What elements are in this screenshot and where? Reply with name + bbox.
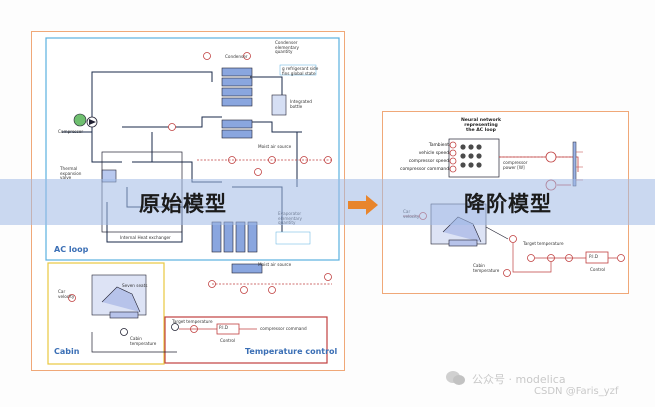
pid-right-label: P.I.D xyxy=(589,254,598,259)
original-model-title: 原始模型 xyxy=(139,192,227,216)
expansion-valve-label: Thermal expansion valve xyxy=(60,166,82,181)
reduced-model-title: 降阶模型 xyxy=(464,192,552,216)
control-left-label: Control xyxy=(220,338,236,343)
condenser xyxy=(221,67,253,139)
control-right-label: Control xyxy=(590,267,606,272)
wechat-icon xyxy=(446,371,465,385)
input-compressor-command-label: compressor command xyxy=(400,167,449,172)
neural-network-block xyxy=(448,138,500,178)
condenser-label: Condenser xyxy=(225,54,248,59)
ac-loop-border xyxy=(45,37,340,261)
ac-loop-label: AC loop xyxy=(54,245,89,254)
cabin-label: Cabin xyxy=(54,347,80,356)
compressor-label: Compressor xyxy=(58,129,84,134)
highlight-band xyxy=(0,179,655,225)
neural-network-nodes xyxy=(460,144,482,168)
integrated-bottle xyxy=(271,94,287,116)
output-compressor-power-label: compressor power [W] xyxy=(503,160,528,170)
condenser-state-box xyxy=(279,64,317,76)
seven-seats-label: Seven seats xyxy=(122,283,148,288)
nn-input-nodes xyxy=(449,141,457,173)
car-seat-shape xyxy=(91,274,147,319)
target-temperature-left-label: Target temperature xyxy=(172,319,213,324)
evaporator xyxy=(211,221,263,274)
compressor-shape xyxy=(73,113,87,127)
integrated-bottle-label: Integrated bottle xyxy=(290,99,312,109)
input-compressor-speed-label: compressor speed xyxy=(408,159,449,164)
evaporator-state-box xyxy=(275,231,311,245)
cabin-temperature-right-label: Cabin temperature xyxy=(473,263,500,273)
watermark-line2: CSDN @Faris_yzf xyxy=(534,386,619,397)
nn-title: Neural network representing the AC loop xyxy=(460,118,502,133)
temperature-control-label: Temperature control xyxy=(245,347,338,356)
g-air-label: fins global state xyxy=(282,71,316,76)
arrow-right-icon xyxy=(348,195,378,215)
moist-air-source-top-label: Moist air source xyxy=(258,144,292,149)
input-vehicle-speed-label: vehicle speed xyxy=(418,151,449,156)
internal-heat-exchanger-label: Internal Heat exchanger xyxy=(120,235,171,240)
pid-block-right xyxy=(585,251,609,264)
temperature-control-border xyxy=(164,316,328,364)
pid-left-label: P.I.D xyxy=(219,325,228,330)
car-velocity-left-label: Car velocity xyxy=(58,289,75,299)
original-model-diagram xyxy=(45,37,340,365)
g-refrigerant-label: g refrigerant side xyxy=(282,66,319,71)
moist-air-source-bottom-label: Moist air source xyxy=(258,262,292,267)
condenser-elementary-label: Condenser elementary quantity xyxy=(275,40,300,55)
watermark-line1: 公众号 · modelica xyxy=(472,373,566,386)
target-temperature-right-label: Target temperature xyxy=(523,241,564,246)
input-tambient-label: Tambient xyxy=(428,143,449,148)
cabin-temperature-left-label: Cabin temperature xyxy=(130,336,157,346)
compressor-command-label: compressor command xyxy=(260,326,307,331)
cabin-border xyxy=(47,262,165,365)
